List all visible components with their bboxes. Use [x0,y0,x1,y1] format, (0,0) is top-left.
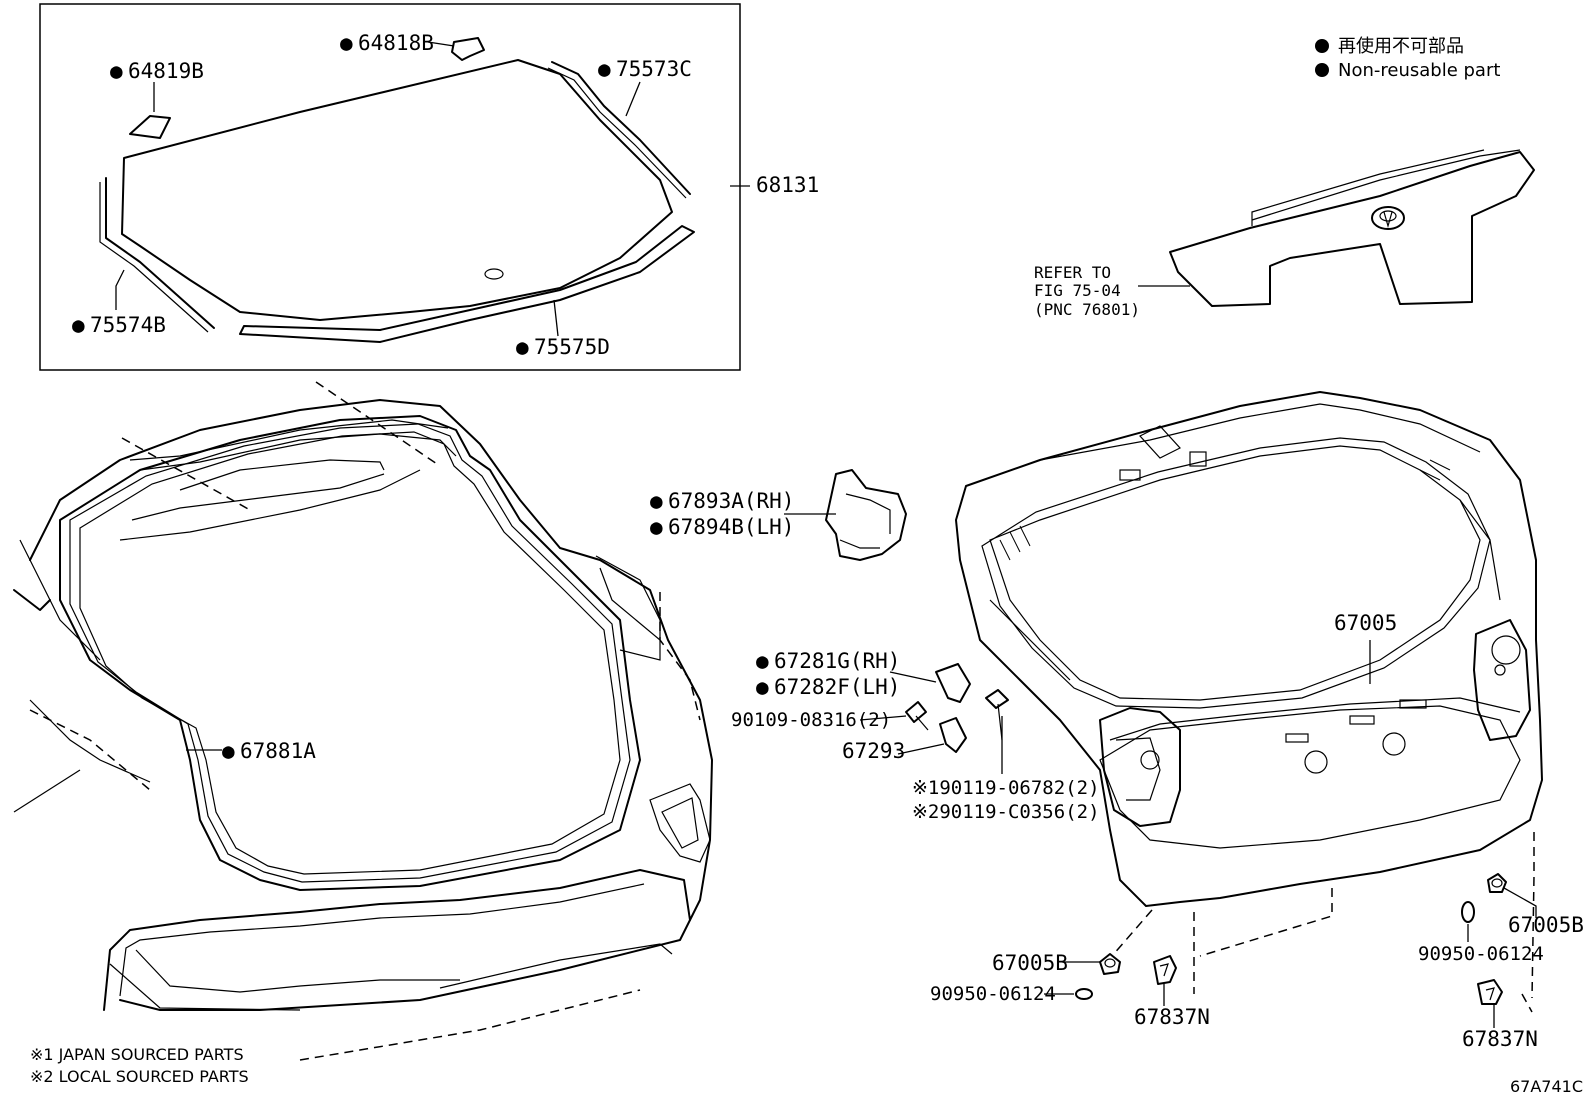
refer-line2: FIG 75-04 [1034,281,1121,300]
glass-inset-frame [39,3,741,371]
vehicle-rear-body [13,381,713,1061]
marker-64818b: ● [340,31,353,55]
label-90109[interactable]: 90109-08316(2) [731,709,891,731]
cushion-67005b-left [1099,953,1121,975]
legend-jp: 再使用不可部品 [1338,36,1464,57]
toyota-emblem [1371,206,1405,230]
label-67281g[interactable]: 67281G(RH) [774,649,900,673]
label-68131[interactable]: 68131 [756,173,819,197]
label-64818b[interactable]: 64818B [358,31,434,55]
molding-75573c [551,61,691,195]
clip-64819b [129,115,171,139]
label-67005b-left[interactable]: 67005B [992,951,1068,975]
label-67005[interactable]: 67005 [1334,611,1397,635]
label-67837n-left[interactable]: 67837N [1134,1005,1210,1029]
label-67005b-right[interactable]: 67005B [1508,913,1584,937]
label-90950-right[interactable]: 90950-06124 [1418,943,1544,965]
molding-75574b [105,177,215,329]
marker-67893a: ● [650,489,663,513]
marker-64819b: ● [110,59,123,83]
marker-67894b: ● [650,515,663,539]
label-75573c[interactable]: 75573C [616,57,692,81]
figure-code: 67A741C [1510,1077,1583,1096]
clip-64818b [451,37,485,61]
label-67293[interactable]: 67293 [842,739,905,763]
legend-bullet-jp [1315,39,1329,53]
marker-67281g: ● [756,649,769,673]
label-67282f[interactable]: 67282F(LH) [774,675,900,699]
cushion-67005b-right [1487,873,1507,893]
label-67893a[interactable]: 67893A(RH) [668,489,794,513]
marker-75575d: ● [516,335,529,359]
marker-67881a: ● [222,739,235,763]
legend-bullet-en [1315,63,1329,77]
label-67881a[interactable]: 67881A [240,739,316,763]
refer-line3: (PNC 76801) [1034,300,1140,319]
back-window-glass [121,59,673,321]
stopper-67281g [935,663,971,703]
label-290119[interactable]: ※290119-C0356(2) [912,801,1100,823]
marker-67282f: ● [756,675,769,699]
refer-line1: REFER TO [1034,263,1111,282]
label-64819b[interactable]: 64819B [128,59,204,83]
back-door-garnish [1169,151,1535,307]
label-67837n-right[interactable]: 67837N [1462,1027,1538,1051]
label-75575d[interactable]: 75575D [534,335,610,359]
bracket-67893a [825,469,907,561]
marker-75573c: ● [598,57,611,81]
note-japan-sourced: ※1 JAPAN SOURCED PARTS [30,1045,244,1064]
molding-75575d [239,225,695,343]
label-75574b[interactable]: 75574B [90,313,166,337]
bolt-190119 [985,689,1009,709]
plug-90950-left [1075,988,1093,1000]
legend-en: Non-reusable part [1338,60,1500,81]
note-local-sourced: ※2 LOCAL SOURCED PARTS [30,1067,249,1086]
clip-67837n-right [1477,979,1503,1005]
plug-90950-right [1461,901,1475,923]
stopper-67293 [939,717,967,753]
back-door-panel-67005 [955,391,1543,907]
glass-defogger-mark [484,268,504,280]
label-67894b[interactable]: 67894B(LH) [668,515,794,539]
clip-67837n-left [1153,955,1177,985]
label-190119[interactable]: ※190119-06782(2) [912,777,1100,799]
bolt-90109 [905,701,927,723]
label-90950-left[interactable]: 90950-06124 [930,983,1056,1005]
marker-75574b: ● [72,313,85,337]
